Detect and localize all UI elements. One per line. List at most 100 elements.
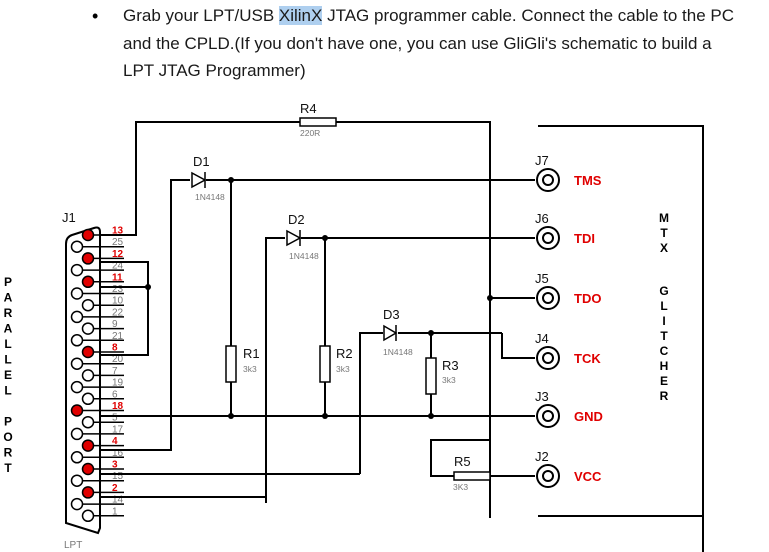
svg-text:3k3: 3k3 <box>336 364 350 374</box>
board-letter: H <box>660 359 669 373</box>
svg-text:D2: D2 <box>288 212 305 227</box>
bullet: • <box>92 6 99 26</box>
pin-used <box>81 252 95 265</box>
jtag-schematic: J1 1325122411231022921820719618517416315… <box>3 101 704 552</box>
pin-used <box>81 275 95 289</box>
pin-unused <box>81 415 95 429</box>
jack-ref: J6 <box>535 211 549 226</box>
side-letter: O <box>3 430 12 444</box>
pin-number: 12 <box>112 249 124 260</box>
pin-number: 18 <box>112 401 124 412</box>
board-letter: I <box>662 314 665 328</box>
pin-unused <box>81 298 95 312</box>
pin-unused <box>81 369 95 382</box>
side-letter: R <box>4 306 13 320</box>
signal-label: TDO <box>574 291 601 306</box>
instruction-text: Grab your LPT/USB XilinX JTAG programmer… <box>123 2 743 85</box>
jack-ref: J2 <box>535 449 549 464</box>
signal-label: TMS <box>574 173 602 188</box>
pin-number: 1 <box>112 506 118 517</box>
pin-unused <box>70 287 84 300</box>
side-letter: A <box>4 291 13 305</box>
pin-number: 14 <box>112 495 124 506</box>
diode-d1: D1 1N4148 <box>191 154 225 202</box>
pin-number: 6 <box>112 389 118 400</box>
pin-unused <box>70 451 84 464</box>
highlighted-text[interactable]: XilinX <box>278 6 323 25</box>
junctions <box>145 177 493 419</box>
wires <box>100 121 704 552</box>
pin-number: 3 <box>112 460 118 471</box>
pin-unused <box>70 263 84 277</box>
pin-number: 25 <box>112 237 124 248</box>
pin-number: 8 <box>112 343 118 354</box>
pin-used <box>81 228 95 242</box>
pin-unused <box>70 310 84 324</box>
pin-unused <box>70 357 84 370</box>
pin-number: 15 <box>112 471 124 482</box>
svg-text:3k3: 3k3 <box>442 375 456 385</box>
side-letter: E <box>4 368 12 382</box>
side-letter: L <box>4 337 11 351</box>
pin-used <box>81 439 95 452</box>
side-letter: L <box>4 353 11 367</box>
j1-ref: J1 <box>62 210 76 225</box>
jack-ref: J5 <box>535 271 549 286</box>
pin-number: 16 <box>112 448 124 459</box>
signal-label: TDI <box>574 231 595 246</box>
pin-unused <box>81 392 95 406</box>
signal-label: VCC <box>574 469 602 484</box>
side-letter: P <box>4 275 12 289</box>
resistor-r1: R1 3k3 <box>225 345 260 383</box>
svg-text:D3: D3 <box>383 307 400 322</box>
diode-d3: D3 1N4148 <box>383 307 413 357</box>
pin-number: 19 <box>112 378 124 389</box>
pin-unused <box>70 334 84 347</box>
pin-used <box>81 462 95 476</box>
svg-text:3K3: 3K3 <box>453 482 468 492</box>
pin-number: 5 <box>112 413 118 424</box>
text-before: Grab your LPT/USB <box>123 6 279 25</box>
pin-used <box>81 486 95 499</box>
pin-number: 17 <box>112 424 124 435</box>
j1-pins: 1325122411231022921820719618517416315214… <box>70 226 124 523</box>
pin-used <box>70 404 84 417</box>
pin-number: 11 <box>112 272 123 283</box>
lpt-caption: LPT <box>64 540 82 551</box>
pin-number: 10 <box>112 296 124 307</box>
pin-unused <box>81 322 95 335</box>
jack-ref: J4 <box>535 331 549 346</box>
pin-number: 21 <box>112 331 124 342</box>
jack-ref: J3 <box>535 389 549 404</box>
board-letter: L <box>660 299 667 313</box>
svg-text:R4: R4 <box>300 101 317 116</box>
j1-shell <box>65 226 101 535</box>
resistor-r4: R4 220R <box>299 101 337 138</box>
pin-unused <box>70 380 84 394</box>
side-letter: P <box>4 415 12 429</box>
pin-number: 9 <box>112 319 118 330</box>
svg-text:3k3: 3k3 <box>243 364 257 374</box>
pin-number: 23 <box>112 284 124 295</box>
svg-text:1N4148: 1N4148 <box>383 347 413 357</box>
diode-d2: D2 1N4148 <box>286 212 319 261</box>
pin-number: 13 <box>112 226 124 237</box>
resistor-r3: R3 3k3 <box>425 357 459 395</box>
side-letter: T <box>4 461 12 475</box>
svg-text:D1: D1 <box>193 154 210 169</box>
pin-number: 22 <box>112 307 124 318</box>
pin-unused <box>70 497 84 511</box>
svg-text:1N4148: 1N4148 <box>289 251 319 261</box>
pin-used <box>81 345 95 359</box>
pin-number: 7 <box>112 366 118 377</box>
pin-number: 20 <box>112 354 124 365</box>
svg-text:R5: R5 <box>454 454 471 469</box>
